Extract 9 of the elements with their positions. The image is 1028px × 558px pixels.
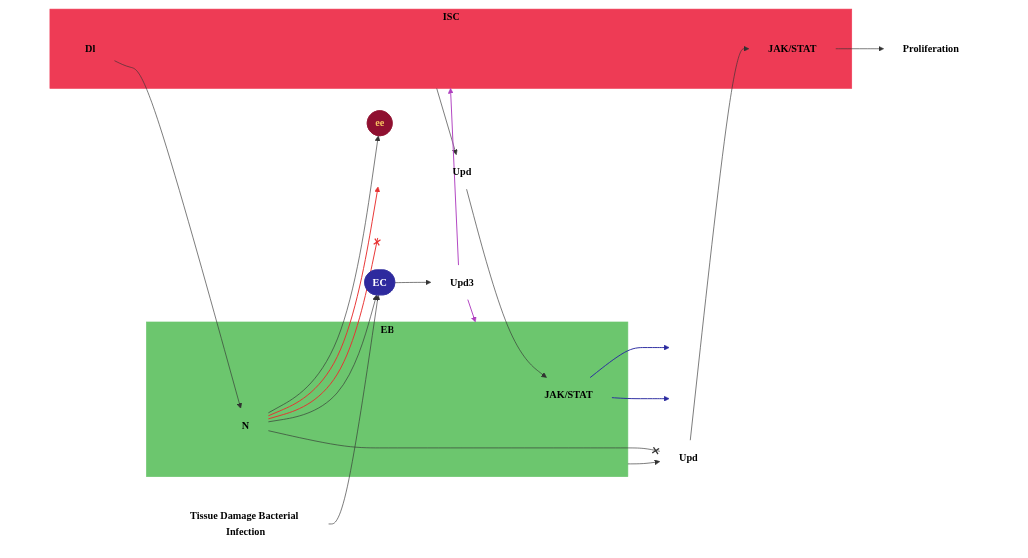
node-text: Dl xyxy=(85,42,96,54)
node-text: Proliferation xyxy=(902,42,959,54)
node-text: Upd xyxy=(452,166,472,178)
node-text: JAK/STAT xyxy=(768,42,817,54)
node-text: JAK/STAT xyxy=(544,389,593,400)
node-text: Tissue Damage Bacterial Infection xyxy=(190,510,299,537)
node-text: N xyxy=(241,419,250,431)
node-text: Upd3 xyxy=(450,276,474,288)
node-text: Upd xyxy=(679,451,698,463)
